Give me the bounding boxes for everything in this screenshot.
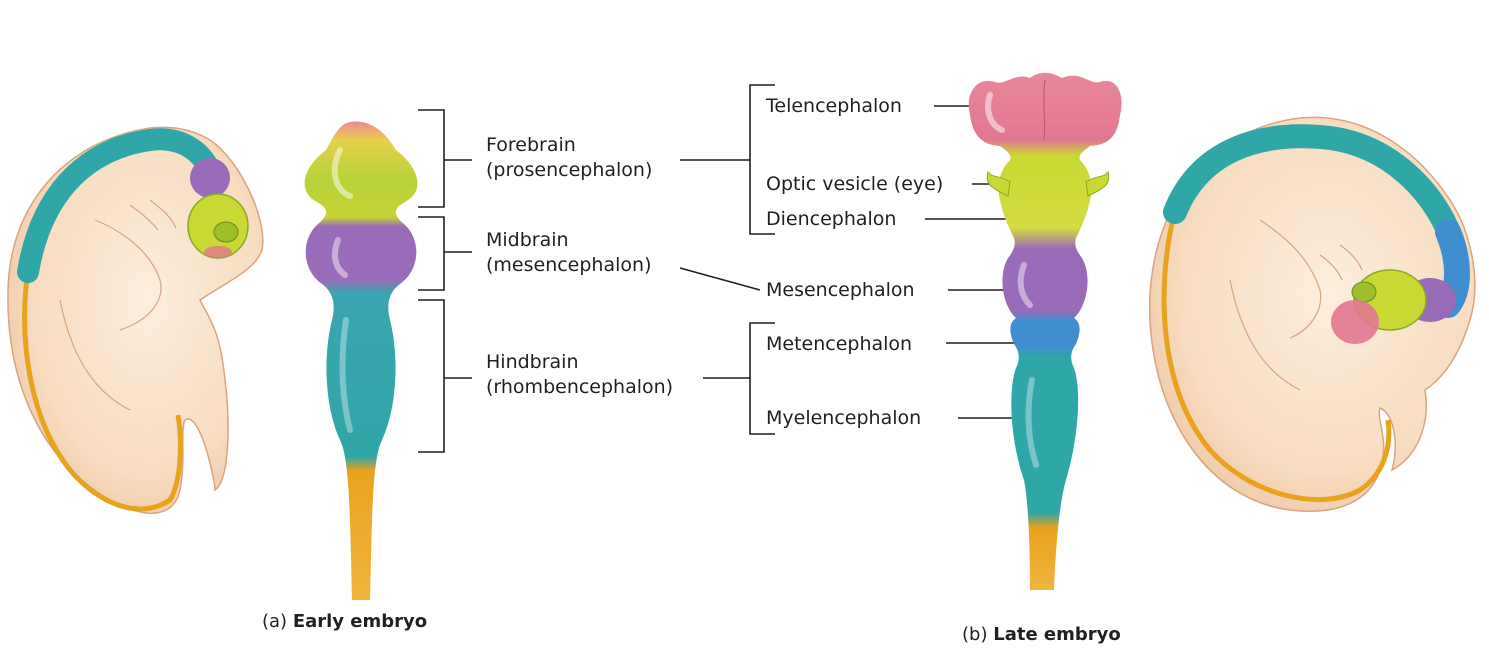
early-brackets	[418, 109, 472, 453]
caption-late-prefix: (b)	[962, 624, 988, 645]
label-forebrain: Forebrain (prosencephalon)	[486, 133, 652, 183]
label-optic-vesicle: Optic vesicle (eye)	[766, 173, 944, 195]
late-embryo-illustration	[1148, 116, 1476, 512]
label-diencephalon: Diencephalon	[766, 208, 897, 230]
early-neural-tube	[304, 121, 418, 600]
label-mesencephalon: Mesencephalon	[766, 279, 915, 301]
label-forebrain-alt: (prosencephalon)	[486, 159, 653, 181]
label-telencephalon: Telencephalon	[766, 95, 902, 117]
caption-late-title: Late embryo	[993, 624, 1121, 645]
early-embryo-illustration	[7, 126, 264, 514]
caption-early-prefix: (a)	[262, 611, 288, 632]
caption-late-embryo: (b) Late embryo	[962, 624, 1121, 645]
label-hindbrain-name: Hindbrain	[486, 351, 579, 373]
connector-lines	[679, 159, 761, 379]
label-forebrain-name: Forebrain	[486, 134, 576, 156]
late-neural-tube	[968, 72, 1122, 590]
late-brackets	[749, 84, 775, 435]
label-myelencephalon: Myelencephalon	[766, 407, 922, 429]
label-metencephalon: Metencephalon	[766, 333, 913, 355]
label-midbrain-name: Midbrain	[486, 229, 569, 251]
caption-early-title: Early embryo	[292, 611, 428, 632]
label-midbrain: Midbrain (mesencephalon)	[486, 228, 651, 278]
label-midbrain-alt: (mesencephalon)	[486, 254, 652, 276]
label-hindbrain: Hindbrain (rhombencephalon)	[486, 350, 673, 400]
label-hindbrain-alt: (rhombencephalon)	[486, 376, 674, 398]
caption-early-embryo: (a) Early embryo	[262, 611, 427, 632]
